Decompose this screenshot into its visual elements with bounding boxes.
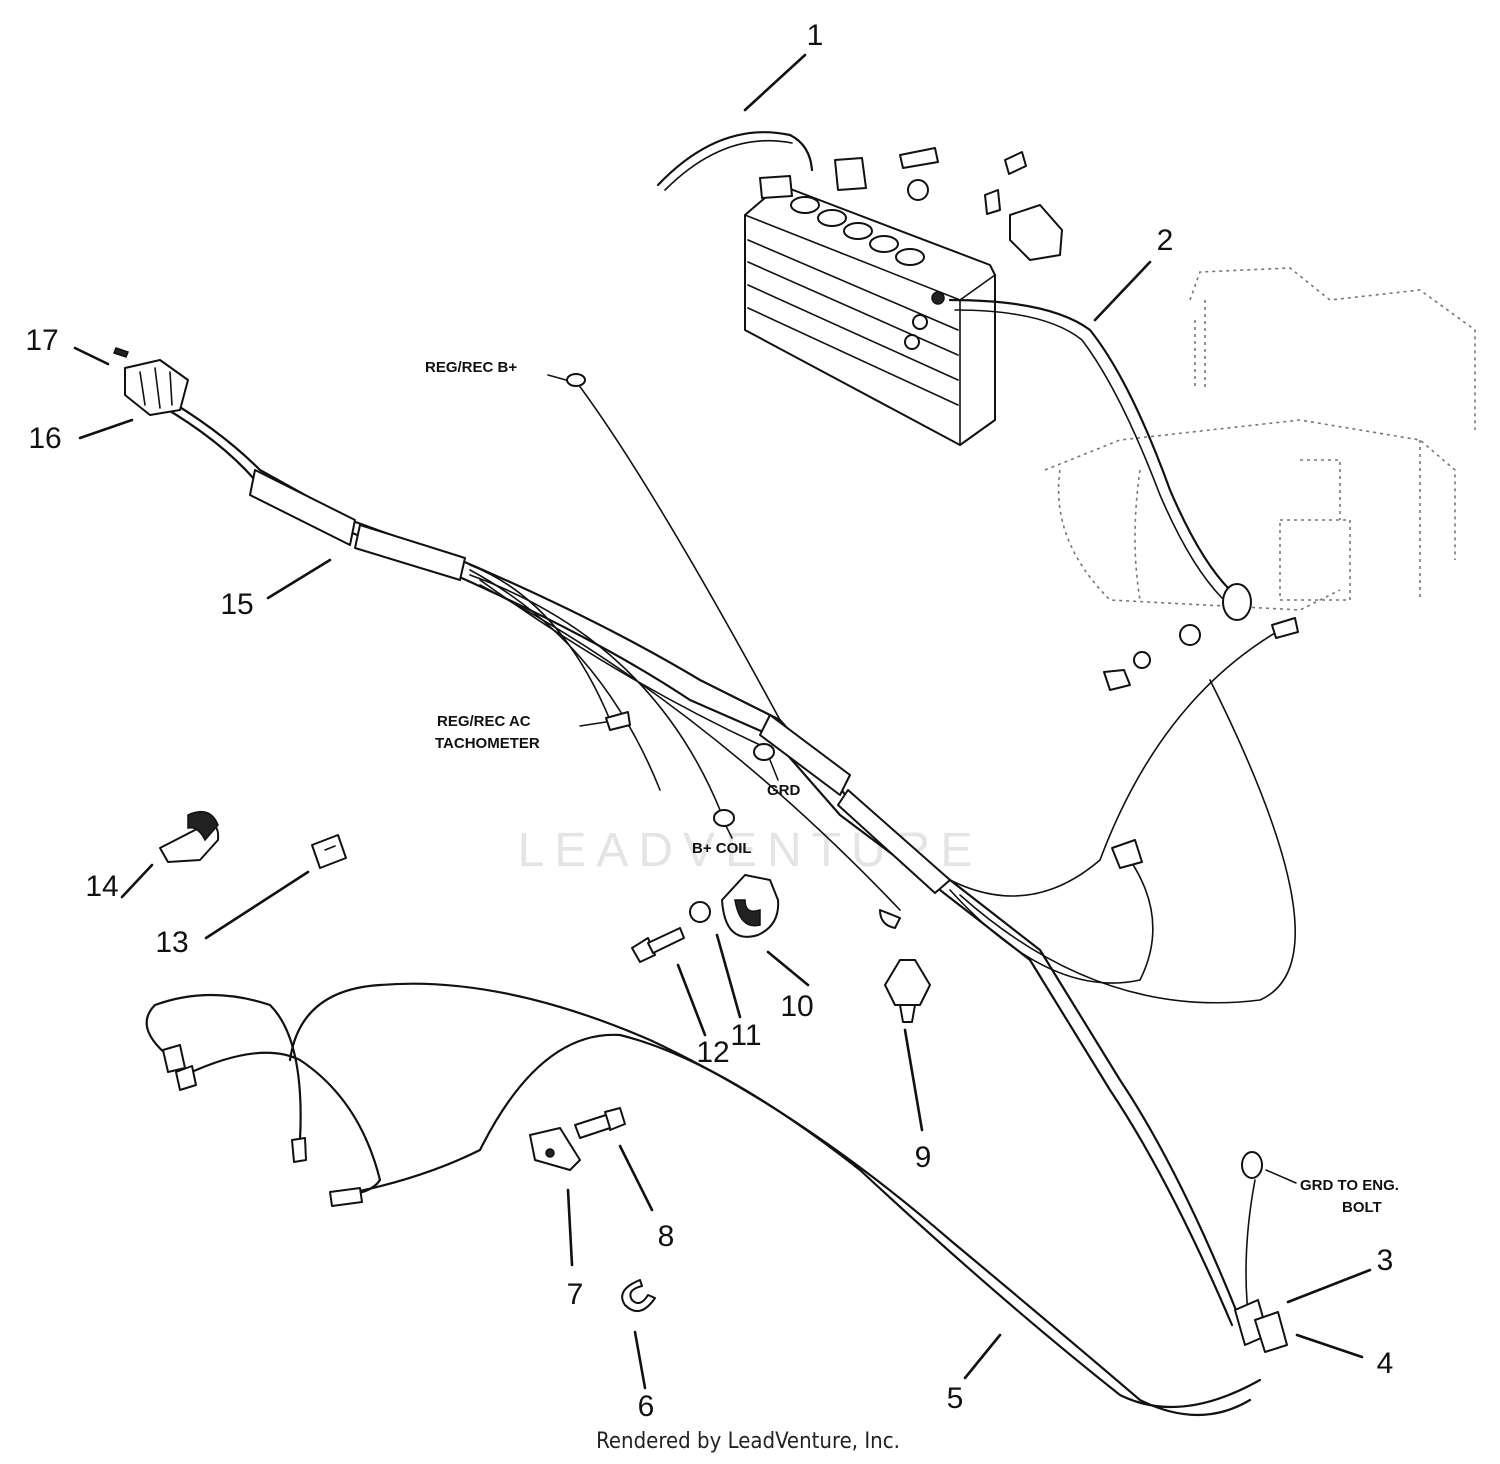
- callout-3: 3: [1377, 1244, 1394, 1277]
- callout-5: 5: [947, 1382, 964, 1415]
- leader-lines: [73, 53, 1372, 1390]
- part-12-bolt: [631, 927, 685, 963]
- part-9-switch: [884, 959, 931, 1023]
- terminal-ring-end: [1271, 617, 1299, 639]
- part-6-clip: [621, 1279, 656, 1313]
- callout-15: 15: [220, 588, 253, 621]
- part-14-clamp: [159, 810, 220, 863]
- terminal-grd: [753, 743, 775, 761]
- terminal-reg-rec-ac: [605, 711, 631, 731]
- connector: [113, 347, 189, 416]
- part-11-washer: [689, 901, 711, 923]
- ground-cable: [948, 298, 1232, 592]
- terminal-fork: [879, 909, 901, 929]
- terminal-reg-rec-b-plus: [566, 373, 586, 387]
- callout-12: 12: [696, 1036, 729, 1069]
- part-13-clip: [311, 834, 347, 869]
- callout-16: 16: [28, 422, 61, 455]
- label-bolt: BOLT: [1342, 1199, 1382, 1216]
- callout-1: 1: [807, 19, 824, 52]
- label-tachometer: TACHOMETER: [435, 735, 540, 752]
- label-reg-rec-b-plus: REG/REC B+: [425, 359, 517, 376]
- callout-6: 6: [638, 1390, 655, 1423]
- terminal-b-plus-coil: [713, 809, 735, 827]
- label-reg-rec-ac: REG/REC AC: [437, 713, 531, 730]
- callout-11: 11: [730, 1019, 761, 1052]
- callout-10: 10: [780, 990, 813, 1023]
- terminal-boot: [1111, 839, 1143, 869]
- ground-hardware: [1103, 624, 1201, 691]
- lower-harness: [145, 982, 1288, 1416]
- part-10-clamp: [721, 874, 780, 938]
- callout-4: 4: [1377, 1347, 1394, 1380]
- battery: [744, 147, 1063, 446]
- part-8-bolt: [574, 1107, 626, 1139]
- engine-outline: [1044, 267, 1476, 611]
- part-7-plate: [529, 1127, 581, 1171]
- credit-text: Rendered by LeadVenture, Inc.: [596, 1429, 900, 1454]
- callout-9: 9: [915, 1141, 932, 1174]
- positive-cable: [656, 131, 814, 187]
- main-harness: [158, 379, 1296, 1327]
- label-b-plus-coil: B+ COIL: [692, 840, 752, 857]
- callout-17: 17: [25, 324, 58, 357]
- callout-14: 14: [85, 870, 118, 903]
- callout-8: 8: [658, 1220, 675, 1253]
- callout-7: 7: [567, 1278, 584, 1311]
- label-grd-to-eng: GRD TO ENG.: [1300, 1177, 1399, 1194]
- callout-13: 13: [155, 926, 188, 959]
- label-grd: GRD: [767, 782, 801, 799]
- callout-2: 2: [1157, 224, 1174, 257]
